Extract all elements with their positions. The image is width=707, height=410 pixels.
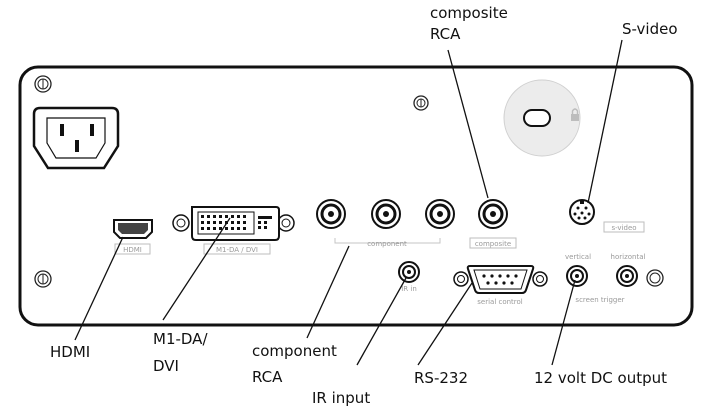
trigger-jack-icon — [566, 265, 588, 287]
screw-icon — [413, 95, 429, 111]
leader-component — [306, 245, 350, 339]
panel-label-ir-in: IR in — [401, 285, 417, 293]
panel-label-s-video: s-video — [611, 224, 636, 232]
leader-ir-input — [356, 277, 407, 366]
callout-component-rca-line2: RCA — [252, 368, 283, 386]
s-video-port-icon — [569, 199, 595, 225]
panel-label-vertical: vertical — [565, 253, 591, 261]
leader-dc-output — [551, 279, 576, 366]
callout-hdmi: HDMI — [50, 343, 90, 361]
screw-icon — [646, 269, 664, 287]
callout-composite-rca-line2: RCA — [430, 25, 461, 43]
rca-jack-icon — [316, 199, 346, 229]
leader-hdmi — [74, 236, 124, 341]
leader-composite — [447, 49, 489, 199]
dvi-port-icon — [172, 206, 295, 241]
leader-m1-da-dvi — [162, 217, 231, 321]
rca-jack-icon — [425, 199, 455, 229]
leader-s-video — [587, 39, 623, 204]
hdmi-port-icon — [113, 219, 153, 239]
panel-label-m1-da-dvi: M1-DA / DVI — [216, 246, 258, 254]
rca-jack-icon — [371, 199, 401, 229]
db9-serial-port-icon — [453, 265, 548, 294]
panel-label-screen-trigger: screen trigger — [575, 296, 624, 304]
power-inlet-icon — [32, 106, 120, 170]
trigger-jack-icon — [616, 265, 638, 287]
panel-label-hdmi: HDMI — [123, 246, 142, 254]
callout-m1-da-dvi-line2: DVI — [153, 357, 179, 375]
ir-jack-icon — [398, 261, 420, 283]
lock-icon — [503, 79, 581, 157]
callout-ir-input: IR input — [312, 389, 370, 407]
rear-panel — [18, 65, 694, 327]
panel-label-horizontal: horizontal — [611, 253, 646, 261]
panel-label-composite: composite — [475, 240, 511, 248]
screw-icon — [34, 270, 52, 288]
callout-s-video: S-video — [622, 20, 678, 38]
leader-rs232 — [417, 282, 473, 366]
callout-component-rca-line1: component — [252, 342, 337, 360]
screw-icon — [34, 75, 52, 93]
panel-label-component: component — [367, 240, 407, 248]
callout-rs232: RS-232 — [414, 369, 468, 387]
rca-jack-icon — [478, 199, 508, 229]
callout-dc-output: 12 volt DC output — [534, 369, 667, 387]
callout-composite-rca-line1: composite — [430, 4, 508, 22]
callout-m1-da-dvi-line1: M1-DA/ — [153, 330, 208, 348]
panel-label-serial-control: serial control — [477, 298, 523, 306]
